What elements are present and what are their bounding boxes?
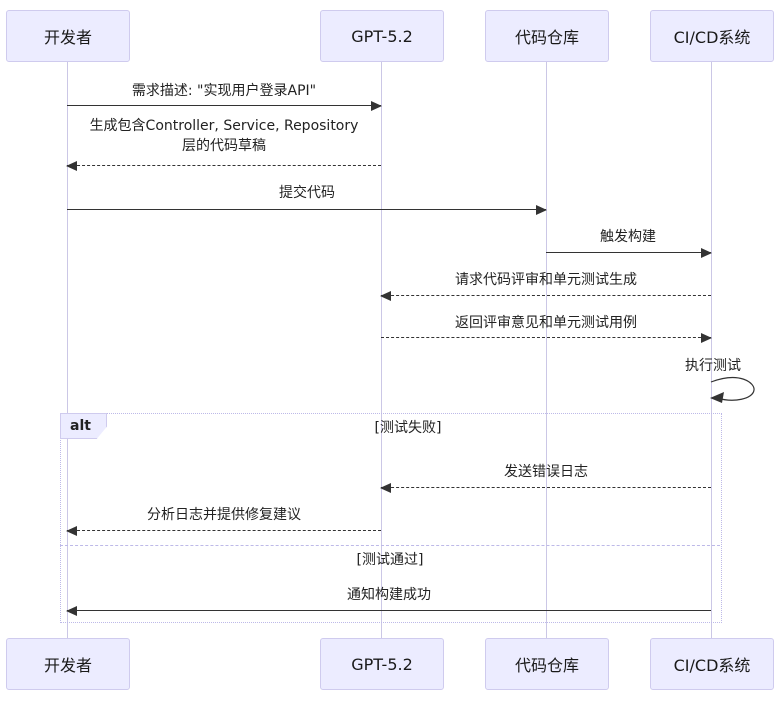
- arrowhead-right: [701, 333, 712, 343]
- alt-section-divider: [60, 545, 720, 546]
- actor-top-developer: 开发者: [6, 10, 130, 62]
- actor-top-cicd: CI/CD系统: [650, 10, 774, 62]
- message-label-m4: 触发构建: [600, 229, 656, 245]
- actor-bottom-repo: 代码仓库: [485, 638, 609, 690]
- message-label-m9: 分析日志并提供修复建议: [147, 507, 301, 523]
- arrowhead-left: [66, 526, 77, 536]
- alt-operator-label: alt: [60, 413, 107, 439]
- actor-bottom-developer: 开发者: [6, 638, 130, 690]
- actor-label: 开发者: [43, 28, 92, 47]
- message-label-m3: 提交代码: [279, 185, 335, 201]
- lifeline-gpt: [381, 62, 382, 638]
- message-label-m2: 生成包含Controller, Service, Repository 层的代码…: [84, 116, 364, 156]
- message-label-m5: 请求代码评审和单元测试生成: [455, 272, 637, 288]
- message-label-m10: 通知构建成功: [347, 587, 431, 603]
- message-label-m7: 执行测试: [685, 358, 741, 374]
- actor-label: 代码仓库: [514, 656, 579, 675]
- lifeline-developer: [67, 62, 68, 638]
- message-line-m8: [380, 483, 711, 493]
- message-line-m1: [67, 101, 382, 111]
- actor-top-gpt: GPT-5.2: [320, 10, 444, 62]
- arrowhead-left: [380, 483, 391, 493]
- lifeline-cicd: [711, 62, 712, 638]
- message-line-m5: [380, 291, 711, 301]
- alt-condition-fail: [测试失败]: [374, 420, 442, 436]
- arrowhead-left: [66, 606, 77, 616]
- actor-top-repo: 代码仓库: [485, 10, 609, 62]
- message-line-m6: [381, 333, 712, 343]
- alt-condition-pass: [测试通过]: [356, 552, 424, 568]
- actor-bottom-gpt: GPT-5.2: [320, 638, 444, 690]
- message-label-m8: 发送错误日志: [504, 464, 588, 480]
- arrowhead-right: [701, 248, 712, 258]
- actor-label: CI/CD系统: [673, 28, 751, 47]
- arrowhead-left: [66, 161, 77, 171]
- actor-label: GPT-5.2: [351, 26, 413, 46]
- lifeline-repo: [546, 62, 547, 638]
- arrowhead-left: [380, 291, 391, 301]
- actor-label: GPT-5.2: [351, 654, 413, 674]
- message-label-line2: 层的代码草稿: [182, 138, 266, 154]
- actor-label: 开发者: [43, 656, 92, 675]
- message-line-m9: [66, 526, 381, 536]
- actor-label: CI/CD系统: [673, 656, 751, 675]
- alt-frame: [60, 413, 722, 623]
- message-label-m6: 返回评审意见和单元测试用例: [455, 315, 637, 331]
- message-label-line1: 生成包含Controller, Service, Repository: [89, 118, 359, 134]
- actor-label: 代码仓库: [514, 28, 579, 47]
- self-loop-arrow: [710, 377, 755, 403]
- message-label-m1: 需求描述: "实现用户登录API": [131, 83, 317, 99]
- arrowhead-right: [371, 101, 382, 111]
- message-line-m3: [67, 205, 547, 215]
- message-line-m2: [66, 161, 381, 171]
- actor-bottom-cicd: CI/CD系统: [650, 638, 774, 690]
- arrowhead-right: [536, 205, 547, 215]
- message-line-m10: [66, 606, 711, 616]
- message-line-m4: [546, 248, 712, 258]
